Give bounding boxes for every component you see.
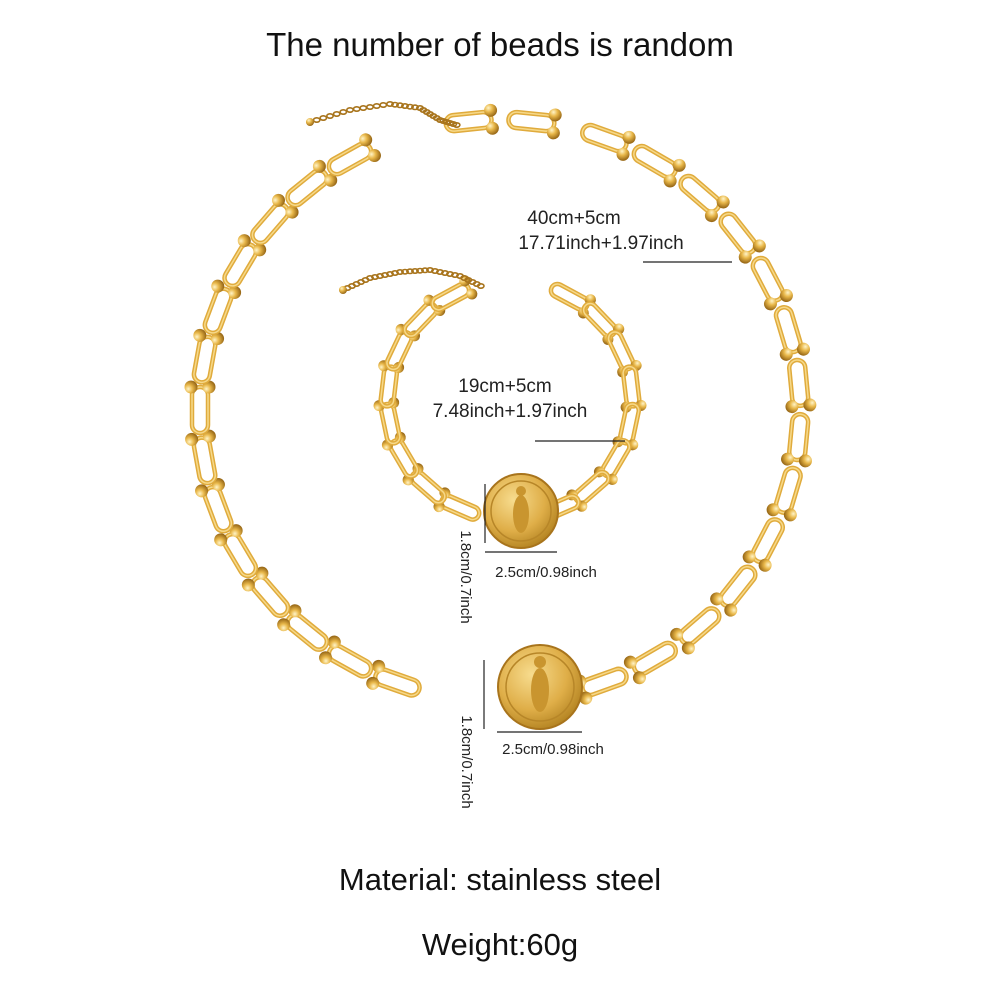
- chain-link: [506, 108, 562, 140]
- extender-link: [365, 104, 374, 111]
- extender-link: [405, 103, 414, 110]
- extender-link: [452, 122, 461, 129]
- chain-link: [623, 640, 679, 685]
- chain-link: [202, 279, 242, 336]
- chain-link: [191, 328, 225, 385]
- extender-link: [476, 282, 485, 289]
- extender-link: [450, 271, 459, 278]
- chain-link: [750, 255, 793, 311]
- bracelet-length-inch: 7.48inch+1.97inch: [433, 401, 588, 422]
- extender-link: [325, 113, 334, 120]
- chain-link: [250, 193, 299, 246]
- extender-link: [390, 269, 399, 276]
- extender-link: [375, 272, 384, 279]
- chain-link: [285, 159, 338, 208]
- bracelet-extender-chain: [338, 266, 485, 294]
- extender-end-bead: [306, 118, 314, 126]
- weight-label: Weight:60g: [421, 927, 579, 962]
- chain-link: [710, 564, 758, 617]
- bracelet-coin-pendant: [483, 473, 559, 549]
- extender-link: [385, 101, 394, 108]
- chain-link: [548, 281, 596, 319]
- extender-link: [410, 104, 419, 111]
- chain-link: [718, 211, 766, 264]
- extender-link: [395, 102, 404, 109]
- extender-link: [400, 268, 409, 275]
- bracelet-length-cm: 19cm+5cm: [458, 376, 551, 397]
- chain-link: [277, 604, 330, 652]
- chain-link: [670, 606, 722, 655]
- necklace-length-inch: 17.71inch+1.97inch: [518, 233, 683, 254]
- chain-link: [319, 635, 374, 679]
- extender-link: [365, 274, 374, 281]
- extender-link: [405, 268, 414, 275]
- chain-link: [766, 465, 803, 522]
- chain-link: [742, 517, 785, 572]
- chain-link: [678, 173, 730, 223]
- necklace-coin-width-text: 2.5cm/0.98inch: [502, 741, 604, 758]
- extender-link: [345, 107, 354, 114]
- extender-link: [430, 267, 439, 274]
- chain-link: [184, 380, 216, 436]
- product-title: The number of beads is random: [266, 26, 734, 63]
- chain-link: [581, 301, 625, 345]
- necklace-length-cm: 40cm+5cm: [527, 208, 620, 229]
- chain-link: [773, 305, 810, 361]
- extender-link: [400, 103, 409, 110]
- extender-link: [372, 103, 381, 110]
- chain-link: [185, 429, 218, 486]
- extender-link: [319, 115, 328, 122]
- necklace-chain: [184, 103, 817, 705]
- extender-link: [352, 106, 361, 113]
- extender-link: [359, 105, 368, 112]
- necklace-coin-pendant: [497, 644, 583, 730]
- extender-link: [339, 109, 348, 116]
- extender-link: [385, 270, 394, 277]
- extender-link: [410, 267, 419, 274]
- extender-link: [425, 266, 434, 273]
- chain-link: [402, 463, 448, 506]
- extender-link: [332, 111, 341, 118]
- chain-link: [195, 478, 234, 534]
- extender-link: [440, 269, 449, 276]
- extender-link: [420, 267, 429, 274]
- chain-link: [785, 357, 817, 414]
- bracelet-coin-height-text: 1.8cm/0.7inch: [457, 530, 474, 623]
- chain-link: [580, 122, 636, 161]
- chain-link: [241, 566, 291, 618]
- extender-link: [312, 117, 321, 124]
- extender-link: [390, 101, 399, 108]
- chain-link: [433, 487, 482, 522]
- extender-link: [435, 268, 444, 275]
- chain-link: [402, 294, 446, 339]
- extender-link: [415, 267, 424, 274]
- material-label: Material: stainless steel: [338, 862, 662, 897]
- necklace-extender-chain: [305, 101, 461, 129]
- extender-link: [370, 273, 379, 280]
- chain-link: [326, 133, 381, 177]
- extender-link: [395, 268, 404, 275]
- chain-link: [214, 524, 259, 579]
- extender-end-bead: [339, 286, 347, 294]
- extender-link: [445, 270, 454, 277]
- chain-link: [781, 411, 812, 468]
- chain-link: [222, 234, 267, 289]
- necklace-coin-height-text: 1.8cm/0.7inch: [458, 715, 475, 808]
- extender-link: [379, 102, 388, 109]
- chain-link: [366, 659, 422, 698]
- extender-link: [380, 271, 389, 278]
- chain-link: [631, 143, 686, 188]
- chain-link: [566, 469, 611, 512]
- bracelet-coin-width-text: 2.5cm/0.98inch: [495, 564, 597, 581]
